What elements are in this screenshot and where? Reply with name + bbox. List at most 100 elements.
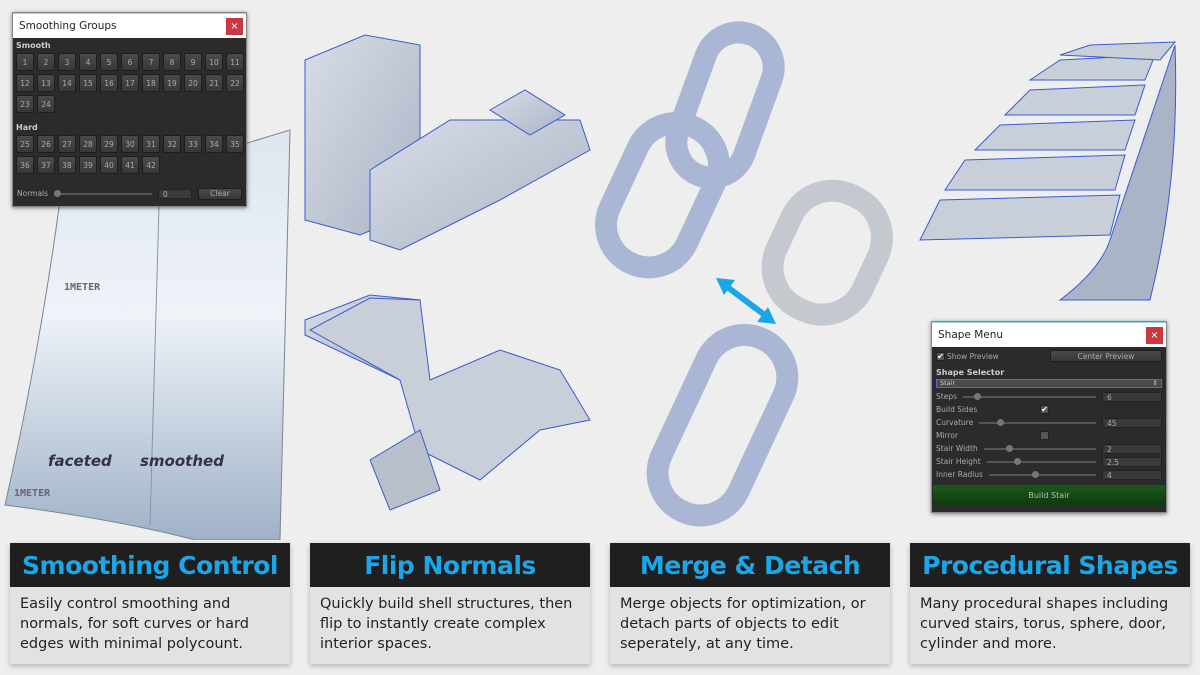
smoothing-group-button[interactable]: 41 [121,156,139,174]
smoothing-group-button[interactable]: 42 [142,156,160,174]
field-slider[interactable] [983,444,1096,452]
normals-value[interactable]: 0 [158,188,192,199]
smoothing-group-button[interactable]: 35 [226,135,244,153]
smoothing-group-button[interactable]: 25 [16,135,34,153]
field-value[interactable]: 2 [1102,443,1162,454]
field-slider[interactable] [986,457,1096,465]
field-checkbox[interactable]: ✔ [1040,405,1049,414]
smoothing-group-button[interactable]: 7 [142,53,160,71]
smoothing-group-button[interactable]: 18 [142,74,160,92]
smoothing-group-button[interactable]: 20 [184,74,202,92]
clear-button[interactable]: Clear [198,187,242,200]
smoothing-group-button[interactable]: 1 [16,53,34,71]
feature-card-title: Flip Normals [310,543,590,587]
feature-card-title: Merge & Detach [610,543,890,587]
smoothing-group-button[interactable]: 27 [58,135,76,153]
field-value[interactable]: 2.5 [1102,456,1162,467]
smoothing-group-button[interactable]: 36 [16,156,34,174]
center-preview-button[interactable]: Center Preview [1050,350,1162,362]
field-checkbox[interactable] [1040,431,1049,440]
hard-label: Hard [16,123,38,132]
smoothing-group-button[interactable]: 15 [79,74,97,92]
smoothing-group-button[interactable]: 22 [226,74,244,92]
smoothing-group-button[interactable]: 12 [16,74,34,92]
field-slider[interactable] [979,418,1096,426]
smoothing-group-button[interactable]: 4 [79,53,97,71]
normals-label: Normals [17,189,49,198]
smoothing-group-button[interactable]: 21 [205,74,223,92]
field-slider[interactable] [988,470,1096,478]
smoothing-group-button[interactable]: 11 [226,53,244,71]
smoothing-group-button[interactable]: 34 [205,135,223,153]
window-title: Smoothing Groups [19,20,117,32]
bent-plane [4,129,291,540]
illustrations [4,21,1177,540]
smoothing-group-button[interactable]: 29 [100,135,118,153]
close-icon[interactable]: × [226,17,243,35]
smoothing-group-button[interactable]: 32 [163,135,181,153]
smoothing-group-button[interactable]: 19 [163,74,181,92]
field-slider[interactable] [962,392,1096,400]
show-preview-checkbox[interactable]: ✔ [936,351,945,361]
close-icon[interactable]: × [1146,326,1163,344]
smoothing-group-button[interactable]: 28 [79,135,97,153]
smoothing-group-button[interactable]: 30 [121,135,139,153]
normals-slider[interactable] [54,189,152,197]
field-row: Steps 6 [932,390,1166,403]
smoothing-group-button[interactable]: 37 [37,156,55,174]
feature-card-body: Merge objects for optimization, or detac… [610,587,890,664]
smoothing-group-button[interactable]: 17 [121,74,139,92]
field-row: Inner Radius 4 [932,468,1166,481]
smooth-label: Smooth [16,41,51,50]
smoothing-group-button[interactable]: 24 [37,95,55,113]
field-value[interactable]: 4 [1102,469,1162,480]
smoothing-group-button[interactable]: 31 [142,135,160,153]
field-value[interactable]: 6 [1102,391,1162,402]
smoothing-group-button[interactable]: 2 [37,53,55,71]
smoothing-group-button[interactable]: 16 [100,74,118,92]
feature-card-body: Easily control smoothing and normals, fo… [10,587,290,664]
smoothing-group-button[interactable]: 33 [184,135,202,153]
field-label: Build Sides [936,405,978,414]
field-label: Stair Height [936,457,981,466]
field-value[interactable]: 45 [1102,417,1162,428]
smoothing-group-button[interactable]: 40 [100,156,118,174]
field-label: Inner Radius [936,470,983,479]
smoothing-group-button[interactable]: 26 [37,135,55,153]
smoothing-group-button[interactable]: 14 [58,74,76,92]
smoothing-group-button[interactable]: 8 [163,53,181,71]
smoothing-group-button[interactable]: 10 [205,53,223,71]
box-shapes [304,34,591,511]
chain-links [595,21,893,527]
field-row: Build Sides ✔ [932,403,1166,416]
build-stair-button[interactable]: Build Stair [933,485,1165,505]
smoothing-group-button[interactable]: 5 [100,53,118,71]
feature-card-body: Quickly build shell structures, then fli… [310,587,590,664]
smoothing-group-button[interactable]: 3 [58,53,76,71]
smoothing-group-button[interactable]: 9 [184,53,202,71]
smoothing-group-button[interactable]: 6 [121,53,139,71]
feature-card-body: Many procedural shapes including curved … [910,587,1190,664]
field-label: Steps [936,392,957,401]
smoothing-group-button[interactable]: 13 [37,74,55,92]
meter-label: 1METER [64,282,101,293]
show-preview-label: Show Preview [947,351,999,361]
double-arrow-icon [716,278,776,324]
smoothing-group-button[interactable]: 38 [58,156,76,174]
field-row: Mirror [932,429,1166,442]
feature-card-title: Procedural Shapes [910,543,1190,587]
chevron-down-icon: ⇕ [1152,379,1158,387]
meter-label: 1METER [14,488,51,499]
shape-selector-dropdown[interactable]: Stair⇕ [936,379,1162,388]
smoothing-group-button[interactable]: 23 [16,95,34,113]
smoothing-group-button[interactable]: 39 [79,156,97,174]
